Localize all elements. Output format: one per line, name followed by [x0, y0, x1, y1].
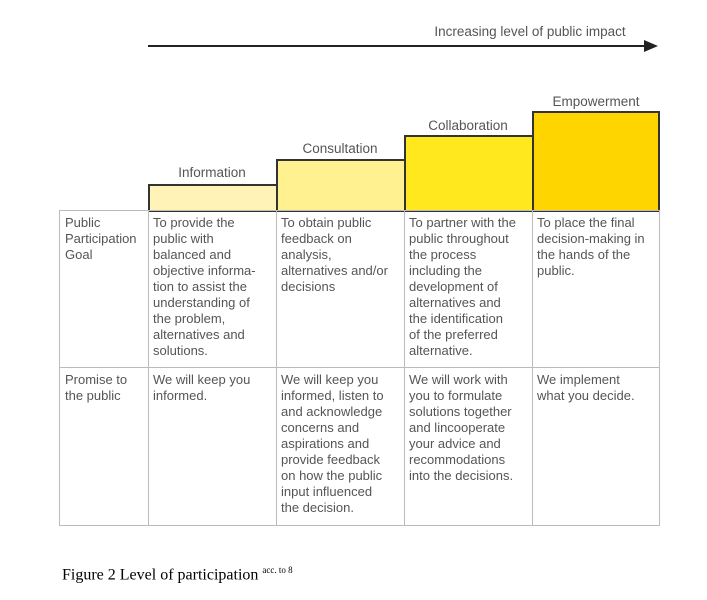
- goal-collaboration: To partner with the public throughout th…: [409, 215, 516, 358]
- table-bottom-border: [59, 525, 660, 526]
- row-divider: [59, 367, 660, 368]
- impact-arrow-label: Increasing level of public impact: [434, 24, 626, 39]
- goal-empowerment: To place the final decision-making in th…: [537, 215, 645, 278]
- level-label-empowerment: Empowerment: [552, 94, 640, 109]
- col-line: [659, 210, 660, 526]
- caption-reference: acc. to 8: [262, 565, 293, 575]
- col-line: [404, 210, 405, 526]
- promise-consultation: We will keep you informed, listen to and…: [281, 372, 384, 515]
- bar-collaboration: [404, 135, 534, 212]
- row-label-promise: Promise to the public: [65, 372, 128, 403]
- promise-information: We will keep you informed.: [153, 372, 251, 403]
- row-label-goal: Public Participation Goal: [65, 215, 137, 262]
- figure-caption: Figure 2 Level of participation acc. to …: [62, 565, 293, 584]
- promise-empowerment: We implement what you decide.: [537, 372, 635, 403]
- table-top-border: [59, 210, 660, 211]
- col-line: [148, 210, 149, 526]
- col-line: [276, 210, 277, 526]
- level-label-information: Information: [178, 165, 246, 180]
- caption-text: Figure 2 Level of participation: [62, 566, 263, 584]
- bar-information: [148, 184, 278, 212]
- col-line: [59, 210, 60, 526]
- bar-empowerment: [532, 111, 660, 212]
- level-label-consultation: Consultation: [302, 141, 378, 156]
- col-line: [532, 210, 533, 526]
- promise-collaboration: We will work with you to formulate solut…: [409, 372, 514, 483]
- impact-arrow-line: [148, 45, 646, 47]
- goal-consultation: To obtain public feedback on analysis, a…: [281, 215, 388, 294]
- bar-consultation: [276, 159, 406, 212]
- goal-information: To provide the public with balanced and …: [153, 215, 256, 358]
- arrow-head-icon: [644, 40, 658, 52]
- level-label-collaboration: Collaboration: [428, 118, 508, 133]
